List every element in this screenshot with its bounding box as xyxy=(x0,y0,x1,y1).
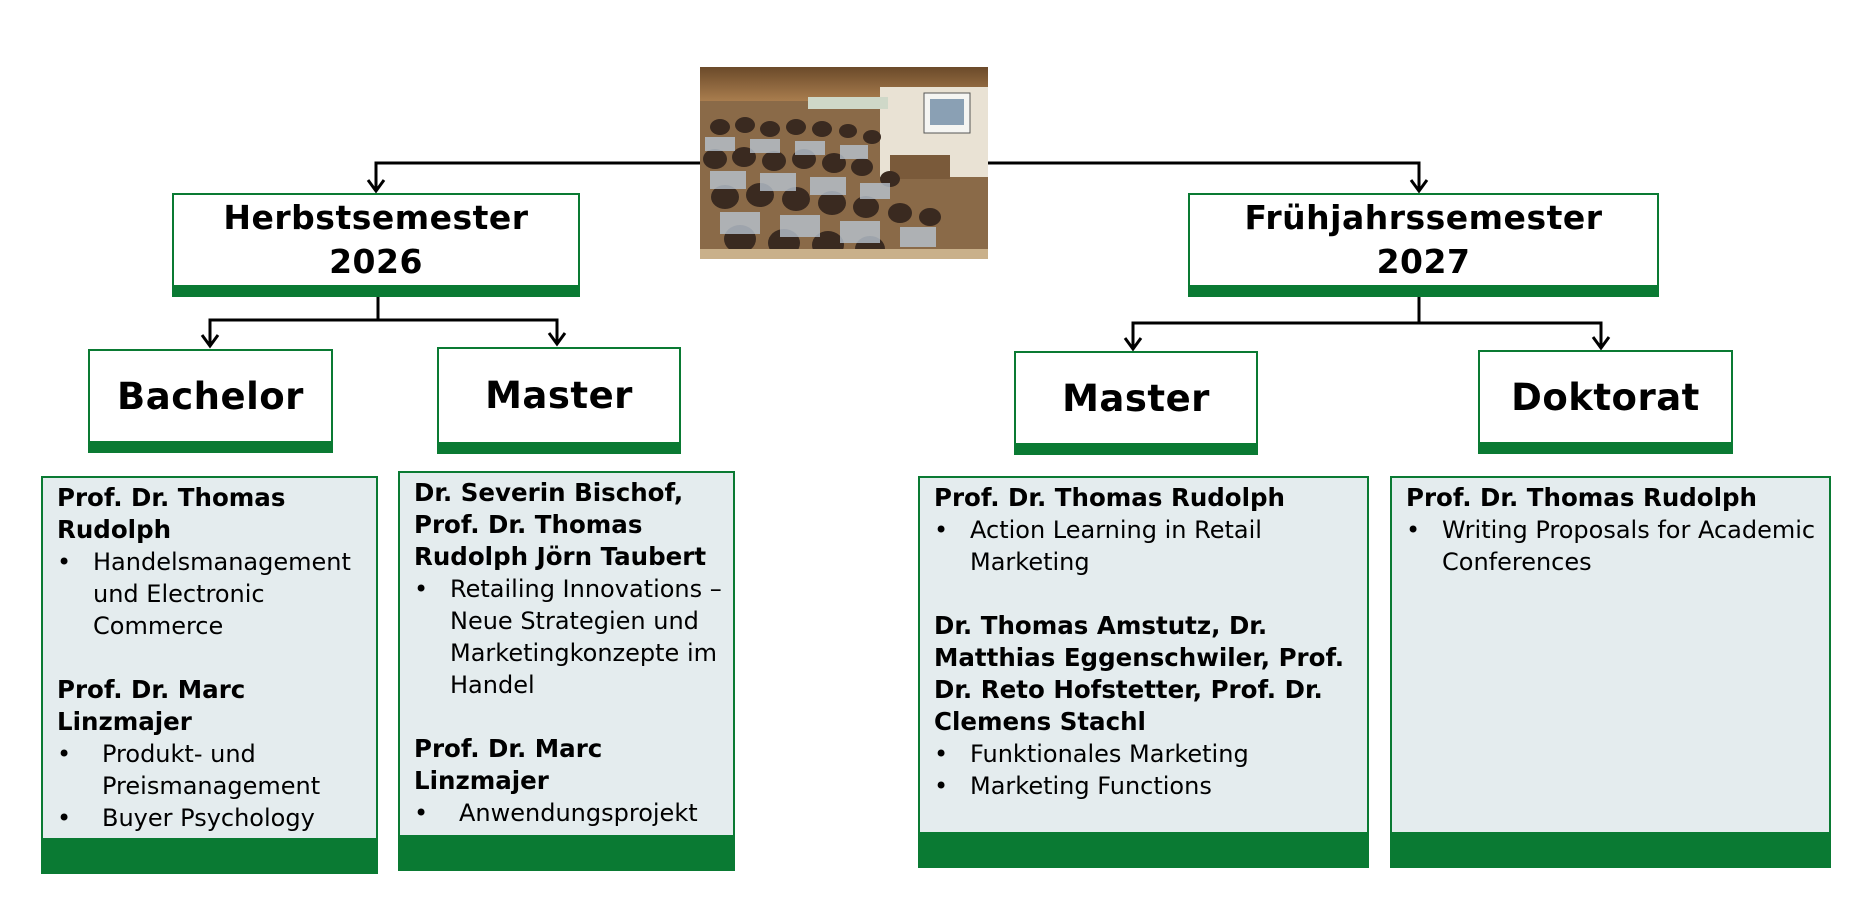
semester-year-autumn: 2026 xyxy=(329,242,423,281)
course-item: Funktionales Marketing xyxy=(934,738,1359,770)
lecturer-name: Prof. Dr. Thomas Rudolph xyxy=(1406,483,1758,512)
course-group: Prof. Dr. Thomas Rudolph Writing Proposa… xyxy=(1406,482,1821,578)
course-list: Handelsmanagement und Electronic Commerc… xyxy=(57,546,368,642)
lecturer-name: Prof. Dr. Marc Linzmajer xyxy=(57,675,246,736)
program-label-spring-master: Master xyxy=(1062,376,1210,420)
courses-box-autumn-master: Dr. Severin Bischof, Prof. Dr. Thomas Ru… xyxy=(398,471,735,871)
courses-box-bachelor: Prof. Dr. Thomas Rudolph Handelsmanageme… xyxy=(41,476,378,874)
connector-photo-autumn xyxy=(374,161,700,190)
semester-year-spring: 2027 xyxy=(1376,242,1471,281)
connector-spring-split xyxy=(1131,294,1603,348)
course-group: Prof. Dr. Thomas Rudolph Action Learning… xyxy=(934,482,1359,578)
course-list: Action Learning in Retail Marketing xyxy=(934,514,1359,578)
arrowhead-spring xyxy=(1409,179,1429,194)
lecture-hall-photo xyxy=(700,67,988,259)
course-group: Prof. Dr. Marc Linzmajer Anwendungsproje… xyxy=(414,733,725,829)
arrowhead-autumn xyxy=(366,179,386,194)
connector-autumn-split xyxy=(208,294,559,345)
course-group: Dr. Thomas Amstutz, Dr. Matthias Eggensc… xyxy=(934,610,1359,802)
lecturer-name: Prof. Dr. Thomas Rudolph xyxy=(934,483,1286,512)
course-list: Writing Proposals for Academic Conferenc… xyxy=(1406,514,1821,578)
lecturer-name: Prof. Dr. Thomas Rudolph xyxy=(57,483,286,544)
courses-box-doktorat: Prof. Dr. Thomas Rudolph Writing Proposa… xyxy=(1390,476,1831,868)
semester-header-autumn: Herbstsemester 2026 xyxy=(172,193,580,297)
course-list: Funktionales Marketing Marketing Functio… xyxy=(934,738,1359,802)
semester-title-autumn: Herbstsemester xyxy=(223,198,529,237)
program-header-doktorat: Doktorat xyxy=(1478,350,1733,454)
program-header-bachelor: Bachelor xyxy=(88,349,333,453)
program-label-doktorat: Doktorat xyxy=(1511,375,1700,419)
course-group: Dr. Severin Bischof, Prof. Dr. Thomas Ru… xyxy=(414,477,725,701)
program-label-autumn-master: Master xyxy=(485,374,633,417)
course-item: Retailing Innovations – Neue Strategien … xyxy=(414,573,725,701)
course-item: Marketing Functions xyxy=(934,770,1359,802)
course-item: Action Learning in Retail Marketing xyxy=(934,514,1359,578)
course-item: Produkt- und Preismanagement xyxy=(57,738,368,802)
course-list: Anwendungsprojekt xyxy=(414,797,725,829)
course-group: Prof. Dr. Thomas Rudolph Handelsmanageme… xyxy=(57,482,368,642)
program-label-bachelor: Bachelor xyxy=(117,374,304,418)
course-item: Writing Proposals for Academic Conferenc… xyxy=(1406,514,1821,578)
arrowhead-doktorat xyxy=(1591,336,1611,351)
semester-title-spring: Frühjahrssemester xyxy=(1244,198,1603,237)
arrowhead-bachelor xyxy=(200,334,220,349)
course-list: Retailing Innovations – Neue Strategien … xyxy=(414,573,725,701)
course-list: Produkt- und Preismanagement Buyer Psych… xyxy=(57,738,368,834)
arrowhead-spring-master xyxy=(1123,337,1143,352)
lecturer-name: Dr. Severin Bischof, Prof. Dr. Thomas Ru… xyxy=(414,478,707,571)
semester-header-spring: Frühjahrssemester 2027 xyxy=(1188,193,1659,297)
program-header-autumn-master: Master xyxy=(437,347,681,454)
course-item: Anwendungsprojekt xyxy=(414,797,725,829)
course-item: Handelsmanagement und Electronic Commerc… xyxy=(57,546,368,642)
lecturer-name: Prof. Dr. Marc Linzmajer xyxy=(414,734,603,795)
arrowhead-autumn-master xyxy=(547,332,567,347)
lecturer-name: Dr. Thomas Amstutz, Dr. Matthias Eggensc… xyxy=(934,611,1345,736)
program-header-spring-master: Master xyxy=(1014,351,1258,455)
courses-box-spring-master: Prof. Dr. Thomas Rudolph Action Learning… xyxy=(918,476,1369,868)
connector-photo-spring xyxy=(988,161,1421,190)
course-group: Prof. Dr. Marc Linzmajer Produkt- und Pr… xyxy=(57,674,368,834)
course-item: Buyer Psychology xyxy=(57,802,368,834)
